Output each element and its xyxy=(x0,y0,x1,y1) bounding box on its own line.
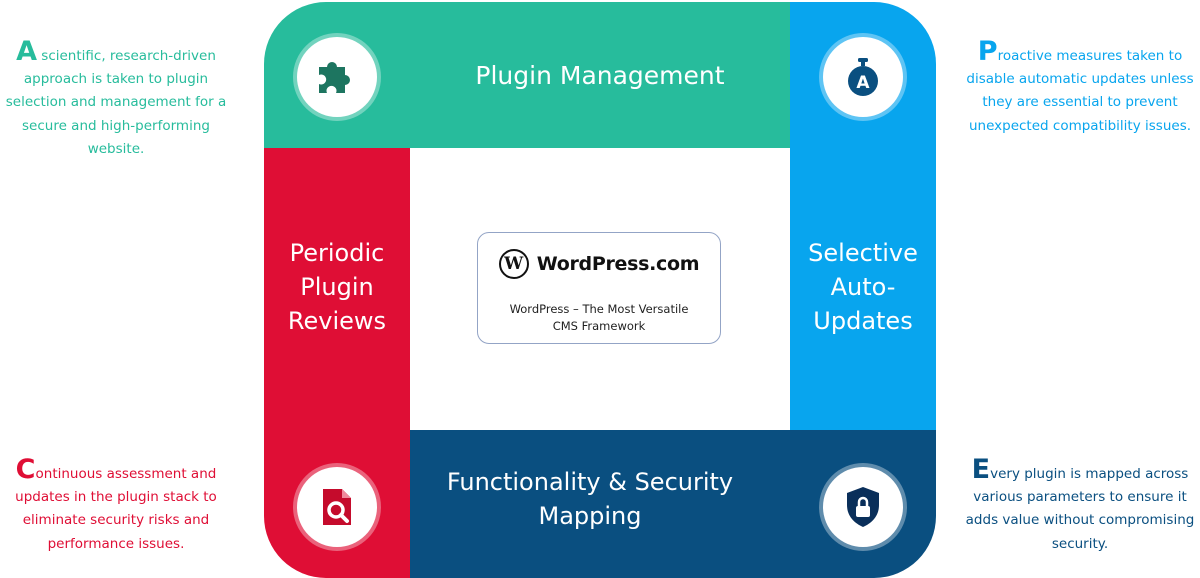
puzzle-badge xyxy=(297,37,377,117)
wordpress-brand: W WordPress.com xyxy=(478,249,720,279)
functionality-security-mapping-title: Functionality & Security Mapping xyxy=(446,468,734,531)
wordpress-logo-icon: W xyxy=(498,249,529,279)
svg-text:A: A xyxy=(856,73,870,93)
drop-cap: E xyxy=(971,454,991,485)
functionality-security-mapping-description: Every plugin is mapped across various pa… xyxy=(965,454,1195,552)
selective-auto-updates-title: Selective Auto- Updates xyxy=(808,239,918,336)
puzzle-icon xyxy=(319,62,350,93)
shield-lock-icon xyxy=(847,487,879,527)
plugin-management-title: Plugin Management xyxy=(475,61,725,90)
wordpress-subtitle: WordPress – The Most Versatile CMS Frame… xyxy=(509,302,689,334)
periodic-plugin-reviews-description: Continuous assessment and updates in the… xyxy=(15,454,217,552)
wordpress-card: W WordPress.com WordPress – The Most Ver… xyxy=(477,232,721,344)
stopwatch-icon: A xyxy=(848,58,878,96)
periodic-plugin-reviews-title: Periodic Plugin Reviews xyxy=(287,239,387,336)
drop-cap: A xyxy=(16,36,37,67)
shield-lock-badge xyxy=(823,467,903,547)
drop-cap: C xyxy=(15,454,36,485)
selective-auto-updates-description: Proactive measures taken to disable auto… xyxy=(966,36,1194,134)
drop-cap: P xyxy=(977,36,998,67)
plugin-management-description: A scientific, research-driven approach i… xyxy=(5,36,227,157)
stopwatch-badge: A xyxy=(823,37,903,117)
wordpress-brand-name: WordPress.com xyxy=(536,253,700,275)
document-search-badge xyxy=(297,467,377,547)
document-search-icon xyxy=(323,489,351,525)
